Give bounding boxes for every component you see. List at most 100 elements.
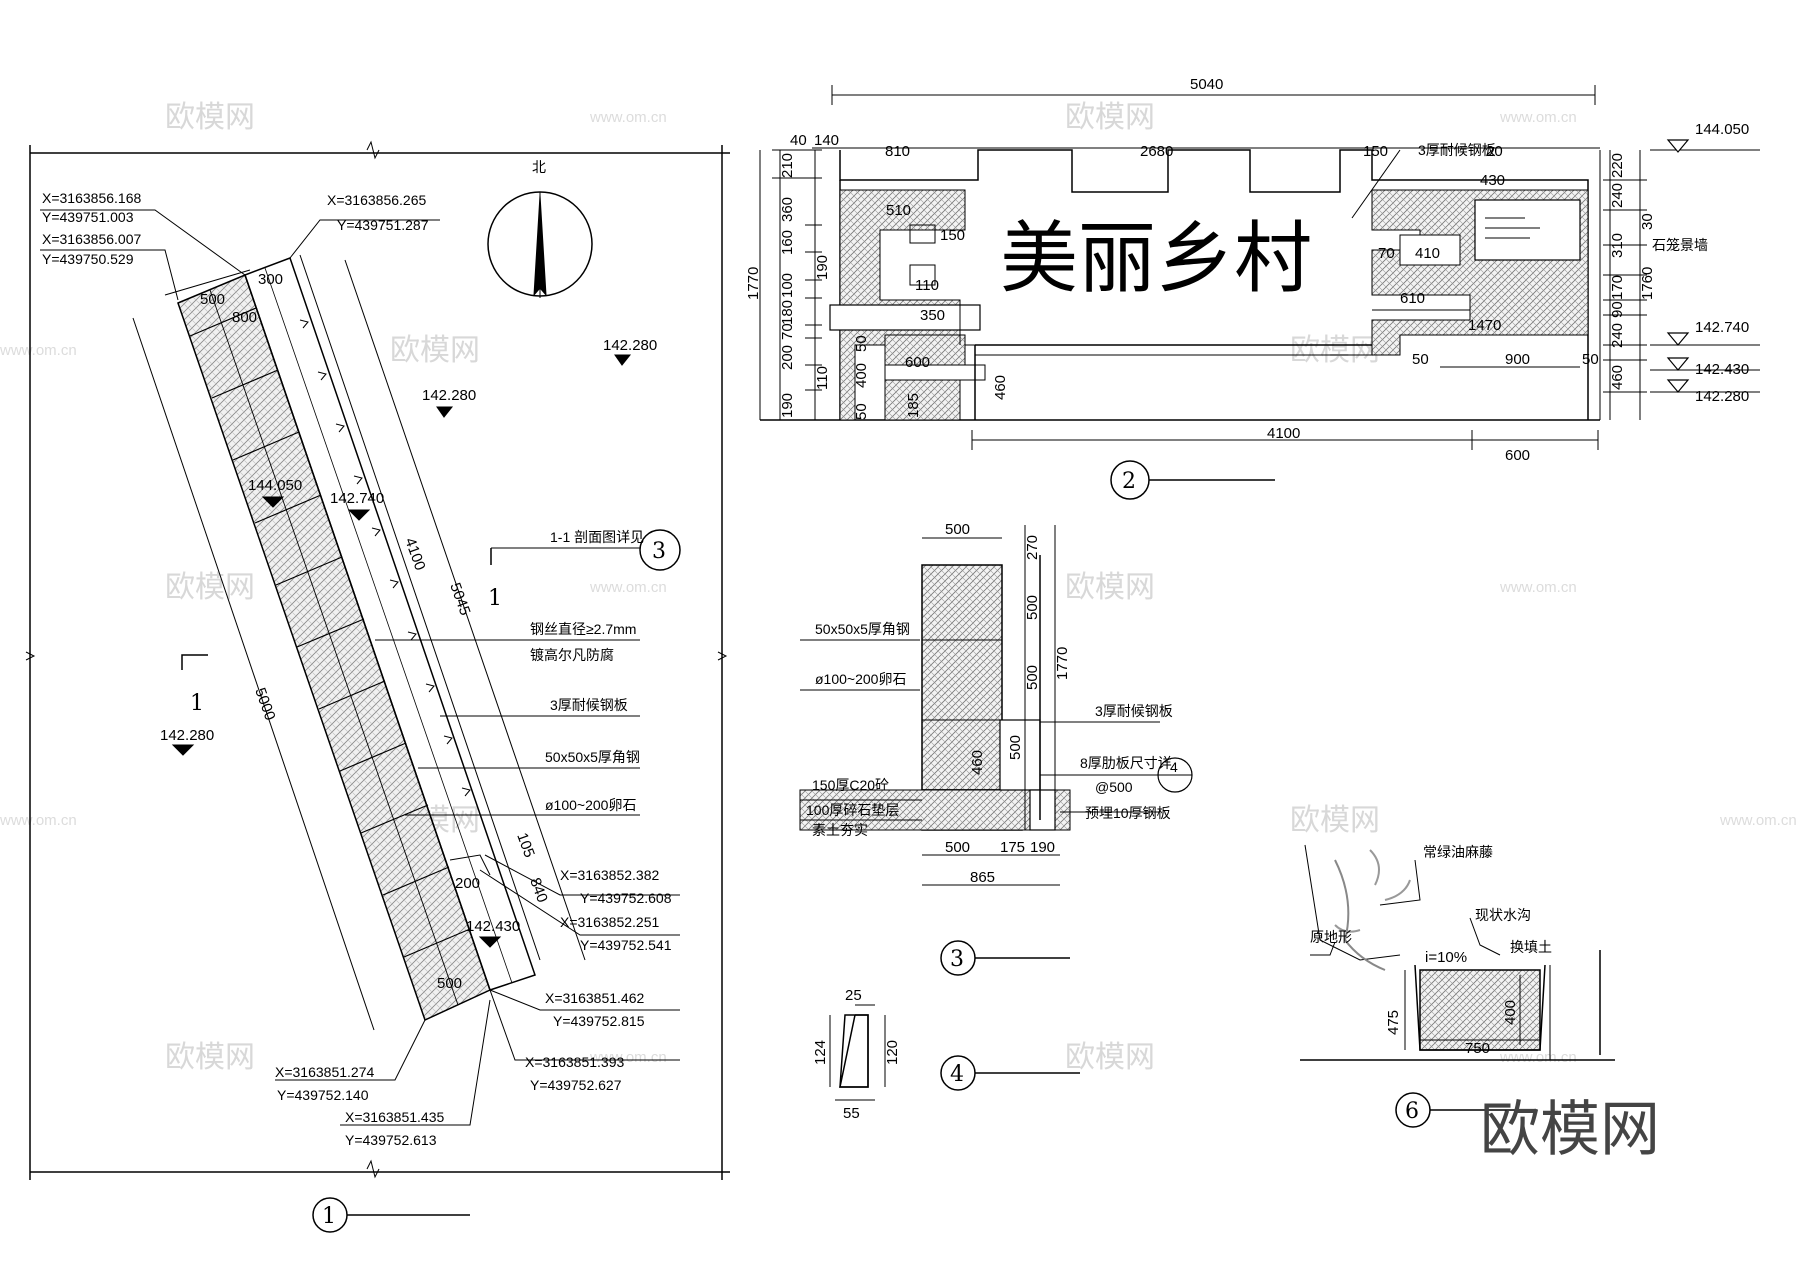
coord-x: X=3163851.393 [525,1054,624,1070]
view-3-text: 500 270 500 500 500 1770 460 500 175 190… [806,521,1178,972]
dim-label: 150 [940,227,965,244]
coord-y: Y=439751.003 [42,209,134,225]
view-label: 3 [950,947,964,972]
dim-label: 50 [1412,351,1429,368]
corner-watermark: 欧模网 [1480,1096,1660,1163]
coord-x: X=3163851.274 [275,1064,374,1080]
dim-label: 190 [814,255,831,280]
dim-label: 500 [1024,665,1041,690]
dim-label: 40 [790,132,807,149]
coord-x: X=3163856.265 [327,192,426,208]
dim-label: 240 [1609,183,1626,208]
coord-x: X=3163852.382 [560,867,659,883]
note: 常绿油麻藤 [1423,844,1493,860]
note: 现状水沟 [1475,907,1531,923]
dim-label: 475 [1385,1010,1402,1035]
dim-label: 170 [1609,275,1626,300]
note: 换填土 [1510,939,1552,955]
note: ø100~200卵石 [815,671,906,687]
watermark-url: www.om.cn [0,342,77,359]
view-label: 4 [950,1062,964,1087]
coord-y: Y=439752.815 [553,1013,645,1029]
watermark-brand: 欧模网 [1290,334,1380,367]
coord-y: Y=439752.613 [345,1132,437,1148]
dim-label: 460 [992,375,1009,400]
note: 镀高尔凡防腐 [530,647,614,663]
dim-label: 500 [945,839,970,856]
note: i=10% [1425,949,1467,966]
dim-label: 310 [1609,233,1626,258]
coord-y: Y=439752.541 [580,937,672,953]
note: 3厚耐候钢板 [550,697,628,713]
dim-label: 55 [843,1105,860,1122]
dim-label: 500 [945,521,970,538]
coord-x: X=3163851.435 [345,1109,444,1125]
coord-x: X=3163856.168 [42,190,141,206]
dim-label: 600 [905,354,930,371]
dim-label: 750 [1465,1040,1490,1057]
dim-label: 4100 [401,536,428,573]
coord-y: Y=439752.140 [277,1087,369,1103]
coord-y: Y=439752.608 [580,890,672,906]
watermark-brand: 欧模网 [1065,571,1155,604]
dim-label: 160 [779,230,796,255]
dim-label: 1760 [1639,267,1656,300]
dim-label: 800 [232,309,257,326]
coord-x: X=3163852.251 [560,914,659,930]
dim-label: 190 [779,393,796,418]
watermark-url: www.om.cn [589,1049,667,1066]
dim-label: 210 [779,153,796,178]
watermark-brand: 欧模网 [1290,804,1380,837]
elevation-label: 142.280 [422,387,476,404]
dim-label: 200 [779,345,796,370]
dim-label: 900 [1505,351,1530,368]
dim-label: 270 [1024,535,1041,560]
dim-label: 220 [1609,153,1626,178]
north-label: 北 [532,159,546,175]
dim-label: 185 [905,393,922,418]
elevation-label: 142.430 [466,918,520,935]
dim-label: 600 [1505,447,1530,464]
watermark-brand: 欧模网 [165,571,255,604]
note: 3厚耐候钢板 [1095,703,1173,719]
dim-label: 460 [1609,365,1626,390]
dim-label: 360 [779,197,796,222]
coord-y: Y=439750.529 [42,251,134,267]
dim-label: 180 [779,300,796,325]
note: 素土夯实 [812,822,868,838]
view-2-elevation [759,85,1760,500]
dim-label: 110 [814,366,831,390]
note: 50x50x5厚角钢 [545,749,640,765]
dim-label: 90 [1609,301,1626,318]
dim-label: 610 [1400,290,1425,307]
dim-label: 460 [969,750,986,775]
dim-label: 200 [455,875,480,892]
dim-label: 240 [1609,323,1626,348]
elevation-label: 142.280 [160,727,214,744]
view-2-text: 美丽乡村 5040 40 140 810 2680 150 3厚耐候钢板 20 … [745,76,1749,494]
view-4-text: 25 124 120 55 4 [812,987,964,1122]
coord-y: Y=439752.627 [530,1077,622,1093]
view-4-rib [829,1004,1080,1101]
view-1-plan [25,140,730,1233]
dim-label: 100 [779,273,796,298]
watermark-url: www.om.cn [0,812,77,829]
dim-label: 70 [1378,245,1395,262]
dim-label: 1470 [1468,317,1501,334]
dim-label: 300 [258,271,283,288]
sign-title: 美丽乡村 [1000,214,1312,304]
coord-y: Y=439751.287 [337,217,429,233]
watermark-brand: 欧模网 [1065,101,1155,134]
watermark-url: www.om.cn [1499,579,1577,596]
dim-label: 840 [526,876,551,905]
dim-label: 500 [200,291,225,308]
dim-label: 500 [437,975,462,992]
note: ø100~200卵石 [545,797,636,813]
dim-label: 25 [845,987,862,1004]
watermark-brand: 欧模网 [165,101,255,134]
dim-label: 810 [885,143,910,160]
dim-label: 4100 [1267,425,1300,442]
note: @500 [1095,779,1133,795]
note: 3厚耐候钢板 [1418,142,1496,158]
watermarks: 欧模网 www.om.cn 欧模网 www.om.cn 欧模网 欧模网 www.… [0,101,1797,1074]
